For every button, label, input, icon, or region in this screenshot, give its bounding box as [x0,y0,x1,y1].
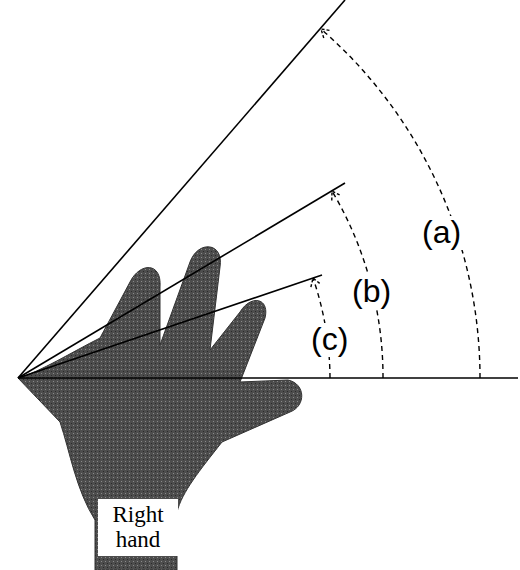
ray-b [18,183,345,378]
angle-label: (c) [309,323,350,357]
ray-c [18,275,322,378]
name-box: Right hand [98,499,178,556]
ray-a [18,0,345,378]
hand-label: Right hand [102,502,174,553]
base-line [18,377,518,379]
hand-silhouette [18,247,302,570]
angle-label: (a) [420,216,463,250]
angle-label: (b) [350,275,393,309]
